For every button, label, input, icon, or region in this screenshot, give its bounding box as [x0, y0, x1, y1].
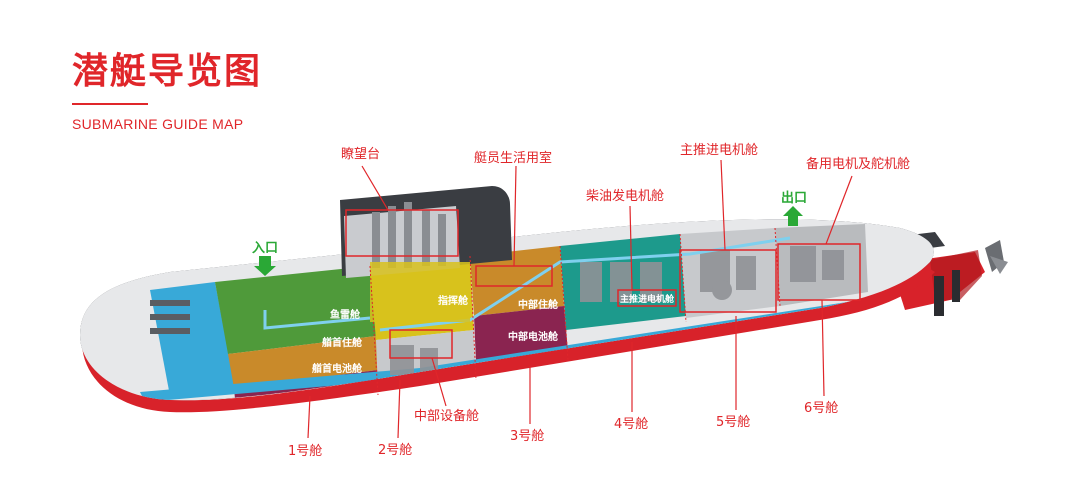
- propeller-blade: [990, 256, 1008, 274]
- callout-standby-motor: 备用电机及舵机舱: [806, 156, 910, 172]
- bow-quarters-area: [228, 336, 378, 388]
- callout-comp-1: 1号舱: [288, 444, 322, 459]
- callout-crew-quarters: 艇员生活用室: [474, 150, 552, 166]
- exit-label: 出口: [781, 190, 807, 206]
- callout-diesel-generator: 柴油发电机舱: [586, 188, 664, 204]
- inner-label-command: 指挥舱: [438, 294, 469, 307]
- box-main-motor-label: [617, 289, 677, 307]
- exit-marker: 出口: [781, 190, 807, 226]
- pipe-line-2: [379, 236, 791, 332]
- bow-sonar-dome: [150, 282, 235, 396]
- callout-comp-2: 2号舱: [378, 443, 412, 458]
- box-main-propulsion: [679, 249, 777, 313]
- callout-comp-5: 5号舱: [716, 415, 750, 430]
- keel-strip: [140, 300, 862, 401]
- box-mid-equipment: [389, 329, 453, 359]
- pipe-line-1: [263, 310, 371, 330]
- entrance-label: 入口: [252, 241, 278, 256]
- tail-stabilizer: [934, 276, 944, 316]
- standby-motor-area: [775, 224, 868, 306]
- box-conning-tower: [345, 209, 459, 257]
- callout-comp-6: 6号舱: [804, 401, 838, 416]
- inner-label-mid-battery: 中部电池舱: [508, 330, 559, 343]
- callout-mid-equipment: 中部设备舱: [414, 408, 479, 424]
- mid-quarters-area: [470, 246, 564, 316]
- entrance-arrow-icon: [254, 256, 276, 276]
- callout-conning-tower: 瞭望台: [341, 146, 380, 162]
- inner-label-bow-quarters: 艏首住舱: [321, 336, 363, 349]
- inner-label-torpedo-room: 鱼雷舱: [330, 308, 361, 321]
- callout-main-propulsion: 主推进电机舱: [680, 143, 758, 158]
- conning-tower: [340, 186, 512, 322]
- bulkhead-lines: [369, 227, 781, 396]
- tail-stabilizer-2: [952, 270, 960, 302]
- title-underline: [72, 103, 148, 105]
- torpedo-room-area: [215, 266, 376, 354]
- sail-command-base: [370, 262, 470, 322]
- callout-comp-4: 4号舱: [614, 417, 648, 432]
- page-title: 潜艇导览图: [72, 51, 263, 92]
- machinery-details: [390, 246, 844, 375]
- mid-battery-area: [474, 306, 568, 362]
- inner-labels: 鱼雷舱 艏首住舱 艏首电池舱 指挥舱 中部住舱 中部电池舱 主推进电机舱: [311, 293, 675, 375]
- page-subtitle: SUBMARINE GUIDE MAP: [72, 116, 244, 132]
- inner-label-main-motor: 主推进电机舱: [620, 293, 675, 305]
- exit-arrow-icon: [783, 206, 803, 226]
- leader-lines: [307, 159, 853, 439]
- periscope-masts: [372, 202, 446, 268]
- entrance-marker: 入口: [252, 241, 278, 276]
- callout-comp-3: 3号舱: [510, 429, 544, 444]
- highlight-boxes: [345, 209, 861, 359]
- inner-label-mid-quarters: 中部住舱: [518, 298, 559, 311]
- inner-label-bow-battery: 艏首电池舱: [311, 362, 363, 375]
- callout-labels: 瞭望台 艇员生活用室 柴油发电机舱 主推进电机舱 备用电机及舵机舱 中部设备舱 …: [288, 143, 910, 459]
- torpedo-tubes: [150, 300, 190, 334]
